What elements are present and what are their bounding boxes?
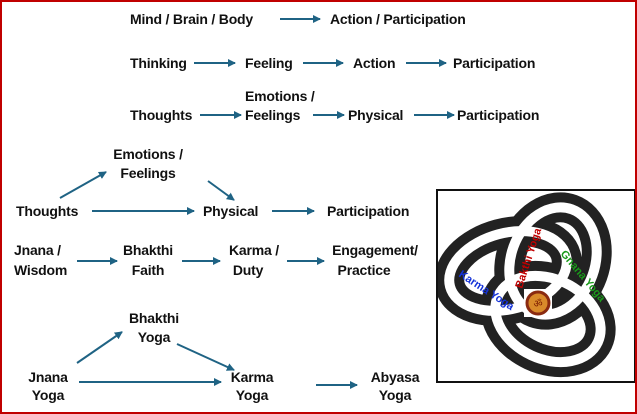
node-karma-yoga-2: Yoga (235, 387, 269, 403)
node-feeling: Feeling (245, 55, 293, 71)
node-karma-yoga: Karma (230, 369, 274, 385)
node-mind-brain-body: Mind / Brain / Body (130, 11, 253, 27)
node-jnana: Jnana / (14, 242, 61, 258)
node-thinking: Thinking (130, 55, 187, 71)
node-participation: Participation (457, 107, 540, 123)
node-thoughts: Thoughts (16, 203, 79, 219)
arrow (59, 171, 107, 199)
node-emotions: Emotions / (113, 146, 183, 162)
node-jnana-yoga-2: Yoga (31, 387, 65, 403)
om-symbol-icon (525, 290, 551, 316)
node-practice: Practice (337, 262, 391, 278)
node-wisdom: Wisdom (14, 262, 68, 278)
node-emotions: Emotions / (245, 88, 315, 104)
node-action-participation: Action / Participation (330, 11, 466, 27)
node-faith: Faith (131, 262, 165, 278)
node-bhakthi-yoga: Bhakthi (129, 310, 179, 326)
node-participation: Participation (327, 203, 410, 219)
node-feelings: Feelings (245, 107, 301, 123)
arrow (207, 180, 235, 201)
node-bhakthi-yoga-2: Yoga (137, 329, 171, 345)
arrow (76, 331, 123, 364)
node-abyasa-yoga: Abyasa (370, 369, 420, 385)
node-bhakthi: Bhakthi (123, 242, 173, 258)
node-karma: Karma / (229, 242, 279, 258)
trinity-knot-image: ॐ Karma Yoga Bakthi Yoga Gnana Yoga (434, 189, 635, 383)
node-duty: Duty (232, 262, 264, 278)
node-abyasa-yoga-2: Yoga (378, 387, 412, 403)
node-engagement: Engagement/ (332, 242, 418, 258)
node-feelings: Feelings (120, 165, 176, 181)
node-participation: Participation (453, 55, 536, 71)
node-physical: Physical (203, 203, 259, 219)
svg-text:ॐ: ॐ (533, 298, 542, 310)
arrow (176, 343, 235, 371)
node-thoughts: Thoughts (130, 107, 193, 123)
node-jnana-yoga: Jnana (28, 369, 68, 385)
node-action: Action (353, 55, 396, 71)
node-physical: Physical (348, 107, 404, 123)
